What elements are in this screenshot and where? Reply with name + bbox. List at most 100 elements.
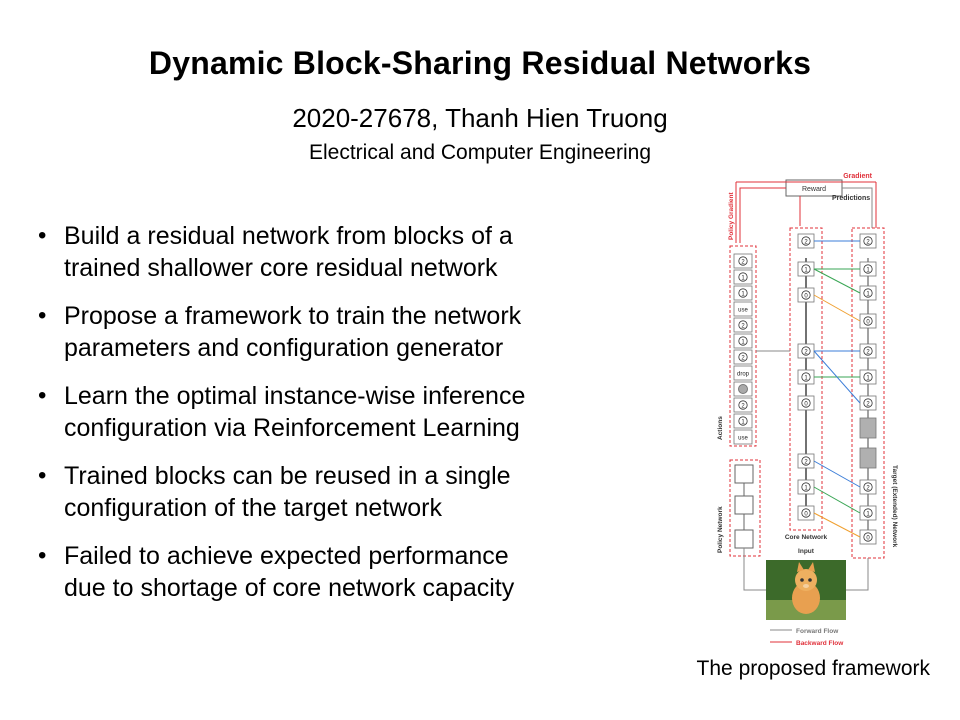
core-block	[797, 395, 815, 411]
bullet-dot-icon: •	[38, 302, 47, 329]
target-block-circle	[863, 482, 873, 492]
bullet-dot-icon: •	[38, 542, 47, 569]
action-item-label: 2	[741, 323, 745, 329]
action-item	[733, 253, 753, 269]
target-block-circle	[863, 532, 873, 542]
target-block-label: 2	[866, 401, 870, 407]
core-block-circle	[801, 508, 811, 518]
target-block-label: 2	[866, 485, 870, 491]
core-block-circle	[801, 264, 811, 274]
target-block	[859, 417, 877, 439]
policy-layer	[734, 464, 754, 484]
policy-gradient-line	[739, 187, 786, 243]
target-block-label: 1	[866, 291, 870, 297]
action-item-label: 1	[741, 419, 745, 425]
target-block-circle	[863, 288, 873, 298]
core-block-label: 1	[804, 375, 808, 381]
core-target-link	[813, 268, 861, 294]
core-block-circle	[801, 236, 811, 246]
bullet-item: • Propose a framework to train the networ…	[30, 300, 590, 364]
prediction-line	[842, 187, 873, 228]
forward-flow-label: Forward Flow	[796, 628, 839, 635]
department-line: Electrical and Computer Engineering	[308, 141, 652, 164]
action-item-label: 2	[741, 259, 745, 265]
action-item-label: 1	[741, 275, 745, 281]
bullet-dot-icon: •	[38, 462, 47, 489]
action-item-label: drop	[737, 371, 750, 377]
bullet-line: trained shallower core residual network	[64, 254, 498, 282]
bullet-line: parameters and configuration generator	[64, 334, 504, 362]
core-target-link	[813, 486, 861, 514]
bullet-line: Trained blocks can be reused in a single	[64, 462, 511, 490]
target-block-label: 2	[866, 349, 870, 355]
action-item	[733, 349, 753, 365]
framework-diagram: Reward Gradient Predictions Policy Gradi…	[717, 173, 898, 647]
action-item	[733, 397, 753, 413]
core-target-link	[813, 294, 861, 322]
target-block-label: 2	[866, 239, 870, 245]
target-block-label: 0	[866, 319, 870, 325]
core-target-link	[813, 460, 861, 488]
action-item	[733, 429, 753, 445]
action-item-circle	[738, 288, 748, 298]
slide-title: Dynamic Block-Sharing Residual Networks	[148, 45, 812, 81]
core-block-label: 2	[804, 459, 808, 465]
core-block-circle	[801, 398, 811, 408]
action-item	[733, 365, 753, 381]
figure-caption: The proposed framework	[696, 657, 930, 680]
bullet-list: •Build a residual network from blocks of…	[30, 220, 590, 620]
core-block-circle	[801, 456, 811, 466]
reward-label: Reward	[802, 186, 826, 193]
action-item	[733, 301, 753, 317]
gradient-label: Gradient	[843, 173, 872, 180]
backward-flow-label: Backward Flow	[796, 640, 844, 647]
predictions-label: Predictions	[832, 195, 870, 202]
action-item-label: 2	[741, 403, 745, 409]
target-block-circle	[863, 346, 873, 356]
bullet-line: configuration of the target network	[64, 494, 443, 522]
core-block-label: 2	[804, 349, 808, 355]
action-item-circle	[738, 416, 748, 426]
action-item	[733, 285, 753, 301]
core-block-circle	[801, 482, 811, 492]
core-block-label: 1	[804, 267, 808, 273]
input-flow-lines	[743, 548, 869, 591]
policy-layer	[734, 495, 754, 515]
action-item-circle	[738, 256, 748, 266]
core-target-link	[813, 350, 861, 404]
bullet-item: • Trained blocks can be reused in a singl…	[30, 460, 590, 524]
actions-label: Actions	[717, 416, 724, 440]
target-block-label: 1	[866, 375, 870, 381]
target-block-circle	[863, 398, 873, 408]
core-block-label: 0	[804, 401, 808, 407]
policy-gradient-label: Policy Gradient	[728, 191, 735, 240]
bullet-line: Failed to achieve expected performance	[64, 542, 509, 570]
actions-frame	[729, 245, 757, 447]
policy-layer	[734, 529, 754, 549]
action-item	[733, 269, 753, 285]
action-item	[733, 333, 753, 349]
core-block-circle	[801, 372, 811, 382]
core-block-circle	[801, 346, 811, 356]
target-block-circle	[863, 508, 873, 518]
core-block-label: 2	[804, 239, 808, 245]
target-block-circle	[863, 316, 873, 326]
core-block-label: 0	[804, 511, 808, 517]
bullet-dot-icon: •	[38, 382, 47, 409]
core-network-frame	[789, 227, 823, 531]
action-item-circle	[738, 272, 748, 282]
target-block-circle	[863, 236, 873, 246]
action-item-circle	[738, 352, 748, 362]
input-label: Input	[798, 548, 815, 555]
core-target-link	[813, 512, 861, 538]
core-network-label: Core Network	[785, 534, 828, 541]
action-item-label: use	[738, 307, 748, 313]
core-block-label: 0	[804, 293, 808, 299]
bullet-line: configuration via Reinforcement Learning	[64, 414, 520, 442]
action-gray-dot	[738, 384, 748, 394]
target-block	[859, 447, 877, 469]
target-block-label: 0	[866, 535, 870, 541]
bullet-line: Propose a framework to train the network	[64, 302, 522, 330]
